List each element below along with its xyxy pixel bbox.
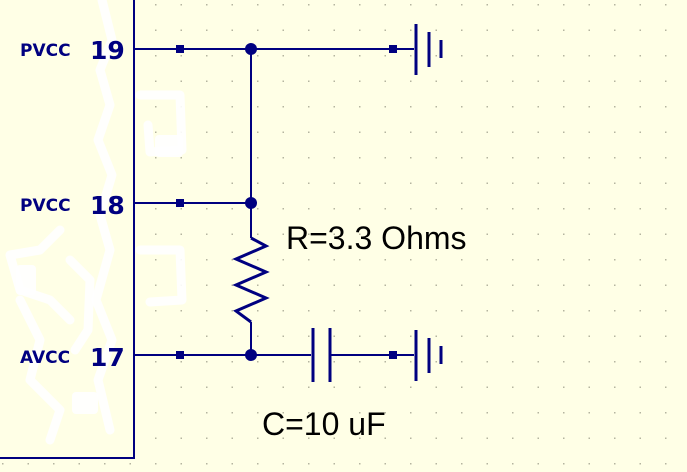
pin-18-number: 18 (90, 191, 125, 220)
junction-bottom (245, 349, 257, 361)
ic-body (0, 0, 187, 459)
junction-top (245, 43, 257, 55)
ground-bottom-end (389, 351, 397, 359)
capacitor-icon (311, 328, 332, 382)
pin-18-name: PVCC (20, 196, 71, 216)
pin-19-name: PVCC (20, 41, 71, 61)
ghost-graphics (5, 0, 187, 445)
pin-18-end (176, 199, 184, 207)
pin-19-number: 19 (90, 36, 125, 65)
junction-middle (245, 197, 257, 209)
pin-17-name: AVCC (20, 348, 70, 368)
ground-icon (414, 24, 443, 75)
pin-19-end (176, 45, 184, 53)
pin-17-number: 17 (90, 343, 125, 372)
junctions (245, 43, 257, 361)
pin-17-end (176, 351, 184, 359)
capacitor-label: C=10 uF (262, 406, 386, 442)
wire-endpoints (176, 45, 397, 359)
ground-icon (414, 330, 443, 381)
resistor-label: R=3.3 Ohms (286, 220, 467, 256)
ground-top-end (389, 45, 397, 53)
resistor-icon (232, 236, 270, 324)
